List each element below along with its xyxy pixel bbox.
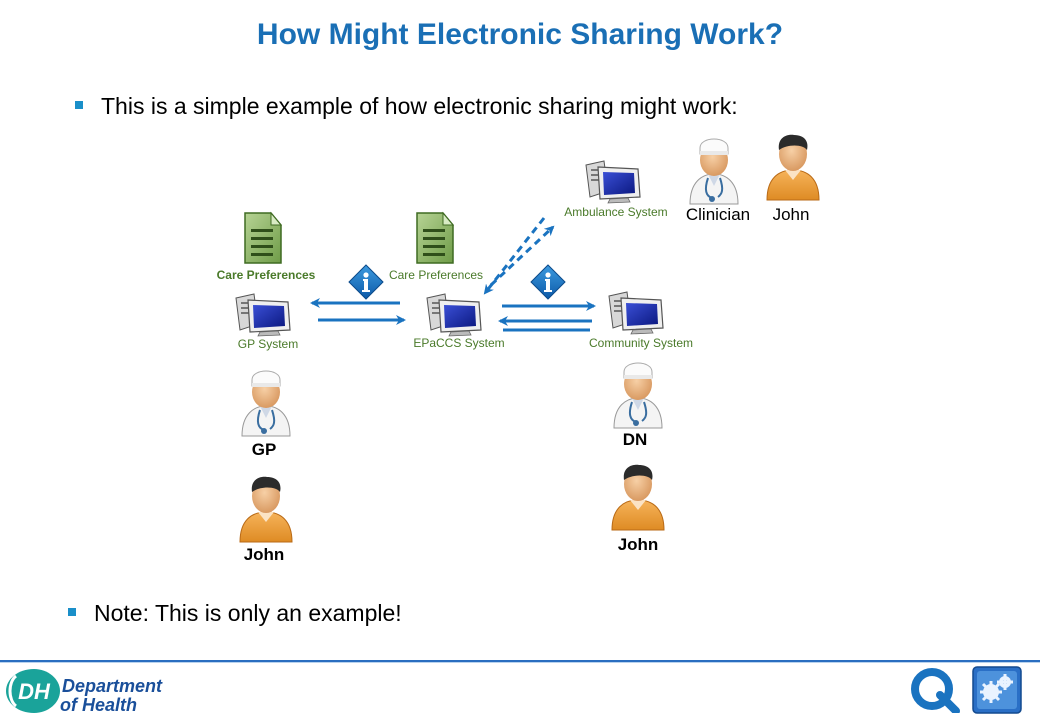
bullet-square-icon [68, 607, 76, 616]
page-title: How Might Electronic Sharing Work? [256, 18, 784, 51]
gp-system-label: GP System [238, 337, 298, 351]
dh-logo-text: DH [18, 679, 51, 704]
ambulance-computer-icon [585, 160, 641, 204]
arrow-ambulance-to-epaccs [483, 217, 546, 295]
bullet-square-icon [75, 100, 83, 109]
community-info-icon [530, 264, 566, 300]
community-computer-icon [608, 291, 664, 335]
footer-divider-light [0, 662, 1040, 663]
bullet-note-text: Note: This is only an example! [94, 600, 402, 626]
gp-patient-label: John [244, 545, 285, 564]
q-logo-icon [911, 668, 960, 713]
epaccs-document-icon [416, 212, 454, 264]
dn-doctor-icon [613, 362, 663, 429]
epaccs-computer-icon [426, 293, 482, 337]
bullet-intro: This is a simple example of how electron… [75, 93, 738, 120]
gp-document-icon [244, 212, 282, 264]
gp-patient-icon [239, 476, 293, 543]
gear-logo-icon [972, 666, 1022, 714]
gp-info-icon [348, 264, 384, 300]
dn-patient-icon [611, 464, 665, 531]
community-system-label: Community System [589, 336, 693, 350]
gp-computer-icon [235, 293, 291, 337]
ambulance-patient-label: John [773, 205, 810, 224]
dept-line2: of Health [60, 695, 138, 715]
dept-of-health-logo: DH Department of Health [4, 666, 164, 716]
clinician-label: Clinician [686, 205, 750, 224]
dh-logo-icon: DH [6, 669, 60, 713]
gp-label: GP [252, 440, 277, 459]
gp-doctor-icon [241, 370, 291, 437]
clinician-doctor-icon [689, 138, 739, 205]
bullet-intro-text: This is a simple example of how electron… [101, 93, 738, 119]
dept-line1: Department [62, 676, 163, 696]
bullet-note: Note: This is only an example! [68, 600, 402, 627]
arrow-epaccs-to-ambulance [489, 225, 555, 287]
gp-document-label: Care Preferences [217, 268, 316, 282]
dn-patient-label: John [618, 535, 659, 554]
footer-divider [0, 660, 1040, 662]
ambulance-patient-icon [766, 134, 820, 201]
epaccs-document-label: Care Preferences [389, 268, 483, 282]
dn-label: DN [623, 430, 648, 449]
ambulance-system-label: Ambulance System [564, 205, 667, 219]
epaccs-system-label: EPaCCS System [413, 336, 504, 350]
